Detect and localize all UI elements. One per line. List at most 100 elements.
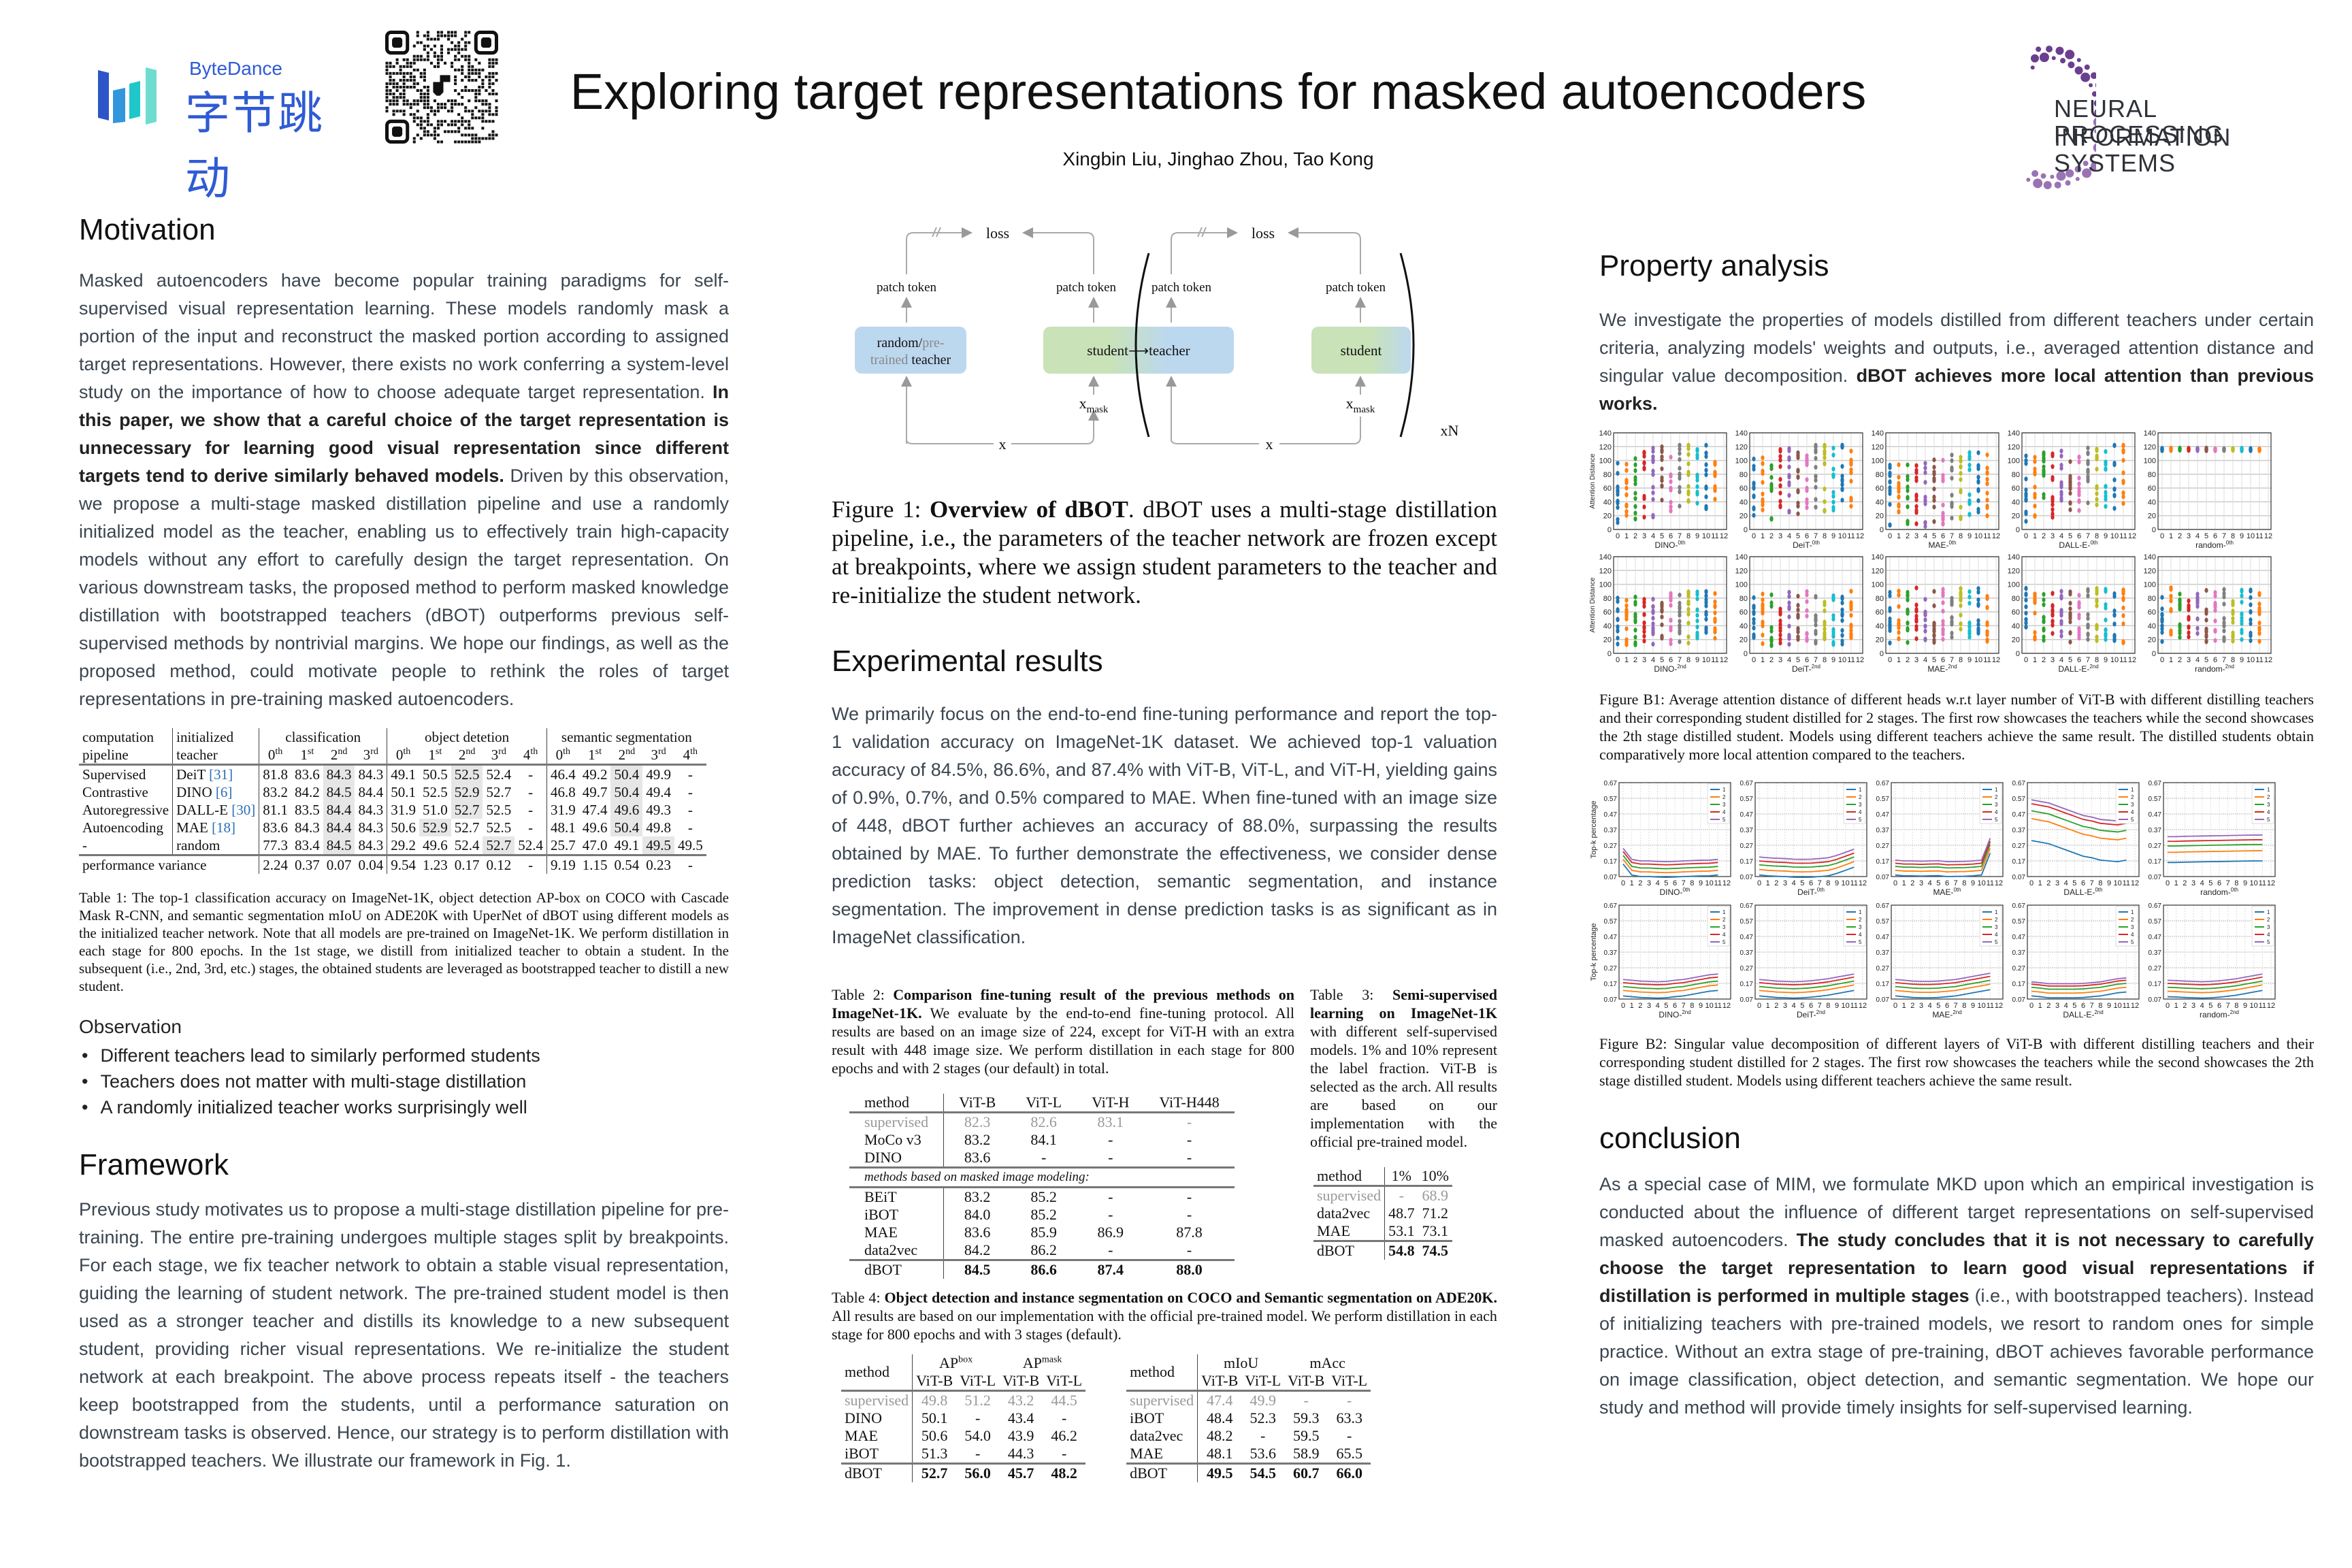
data-point [1624,598,1629,603]
y-tick-label: 0.17 [1876,858,1890,866]
y-tick-label: 40 [1603,498,1612,506]
data-point [2160,595,2164,600]
y-tick-label: 0.47 [2149,934,2162,941]
y-tick-label: 0.27 [1740,843,1754,850]
data-point [1840,607,1844,612]
data-point [1796,613,1800,619]
y-tick-label: 0.17 [1604,858,1618,866]
data-point [1669,472,1673,478]
teacher-cell: MAE [18] [172,819,259,836]
data-point [1814,616,1818,621]
x-tick-label: 11 [1850,1002,1858,1010]
data-point [2051,453,2055,459]
series-line-k4 [1759,976,1855,985]
column-header: method [1130,1363,1175,1380]
data-point [1778,636,1782,642]
data-point [1967,621,1972,626]
x-tick-label: 4 [2200,879,2204,887]
group-header: mIoU [1197,1354,1285,1372]
legend-label: 5 [2267,817,2270,823]
x-tick-label: 5 [2204,656,2208,664]
data-point [2249,587,2253,593]
data-point [1840,486,1844,491]
data-point [1814,622,1818,627]
data-point [2042,619,2046,624]
data-point [2068,459,2072,464]
data-point [1941,521,1945,527]
data-point [1778,454,1782,459]
data-point [2231,602,2235,608]
data-point [1642,620,1646,625]
data-point [1752,485,1756,490]
data-point [1686,601,1690,606]
y-tick-label: 40 [1603,622,1612,630]
value-cell: - [687,784,693,800]
value-cell: 52.5 [451,764,483,783]
value-cell: 85.2 [1030,1188,1057,1205]
value-cell: 51.0 [422,802,448,818]
y-tick-label: 0 [2152,526,2156,534]
data-point [2187,625,2191,630]
data-point [1669,602,1673,608]
series-line-k3 [1622,855,1718,870]
data-point [1932,504,1936,510]
data-point [2033,610,2037,616]
data-point [2068,612,2072,618]
table4-caption-label: Table 4: [832,1289,885,1306]
data-point [1678,623,1682,628]
data-point [1985,471,1989,476]
y-tick-label: 0.07 [1604,874,1618,881]
data-point [2033,504,2037,509]
data-point [2059,629,2063,634]
header-teacher: initialized [172,728,259,746]
data-point [2104,587,2108,592]
data-point [1888,625,1892,631]
x-tick-label: 6 [2213,532,2217,540]
x-tick-label: 1 [1630,879,1634,887]
column-header: ViT-L [1046,1372,1083,1389]
panel-title: DINO-0th [1654,540,1685,550]
data-point [1849,589,1853,594]
x-tick-label: 4 [1792,1002,1796,1010]
value-cell: - [975,1445,981,1462]
data-point [2086,632,2090,638]
neurips-line1: NEURAL INFORMATION [2054,95,2232,151]
table3-caption: Table 3: Semi-supervised learning on Ima… [1310,985,1497,1151]
data-point [1778,503,1782,508]
y-tick-label: 80 [1603,471,1612,479]
data-point [2213,628,2217,634]
data-point [1678,630,1682,636]
plot-frame [1613,556,1727,654]
table2-caption: Table 2: Comparison fine-tuning result o… [832,985,1294,1077]
data-point [1778,457,1782,463]
header-stage: 0th [259,746,291,765]
x-tick-label: 12 [2128,656,2136,664]
teacher-cell: DINO [6] [172,783,259,801]
data-point [1814,504,1818,510]
data-point [2249,638,2253,643]
data-point [1642,634,1646,639]
data-point [1660,457,1664,462]
data-point [2024,453,2028,459]
value-cell: - [1347,1427,1352,1444]
data-point [1805,488,1809,493]
qr-code[interactable] [385,31,498,144]
plot-frame [2157,556,2272,654]
data-point [1769,628,1774,634]
data-point [2222,591,2226,596]
x-tick-label: 9 [2107,1002,2111,1010]
bytedance-bars-icon [98,67,157,125]
data-point [2213,618,2217,623]
data-point [2121,448,2125,453]
x-tick-label: 12 [1859,1002,1867,1010]
series-line-k4 [2031,803,2127,826]
